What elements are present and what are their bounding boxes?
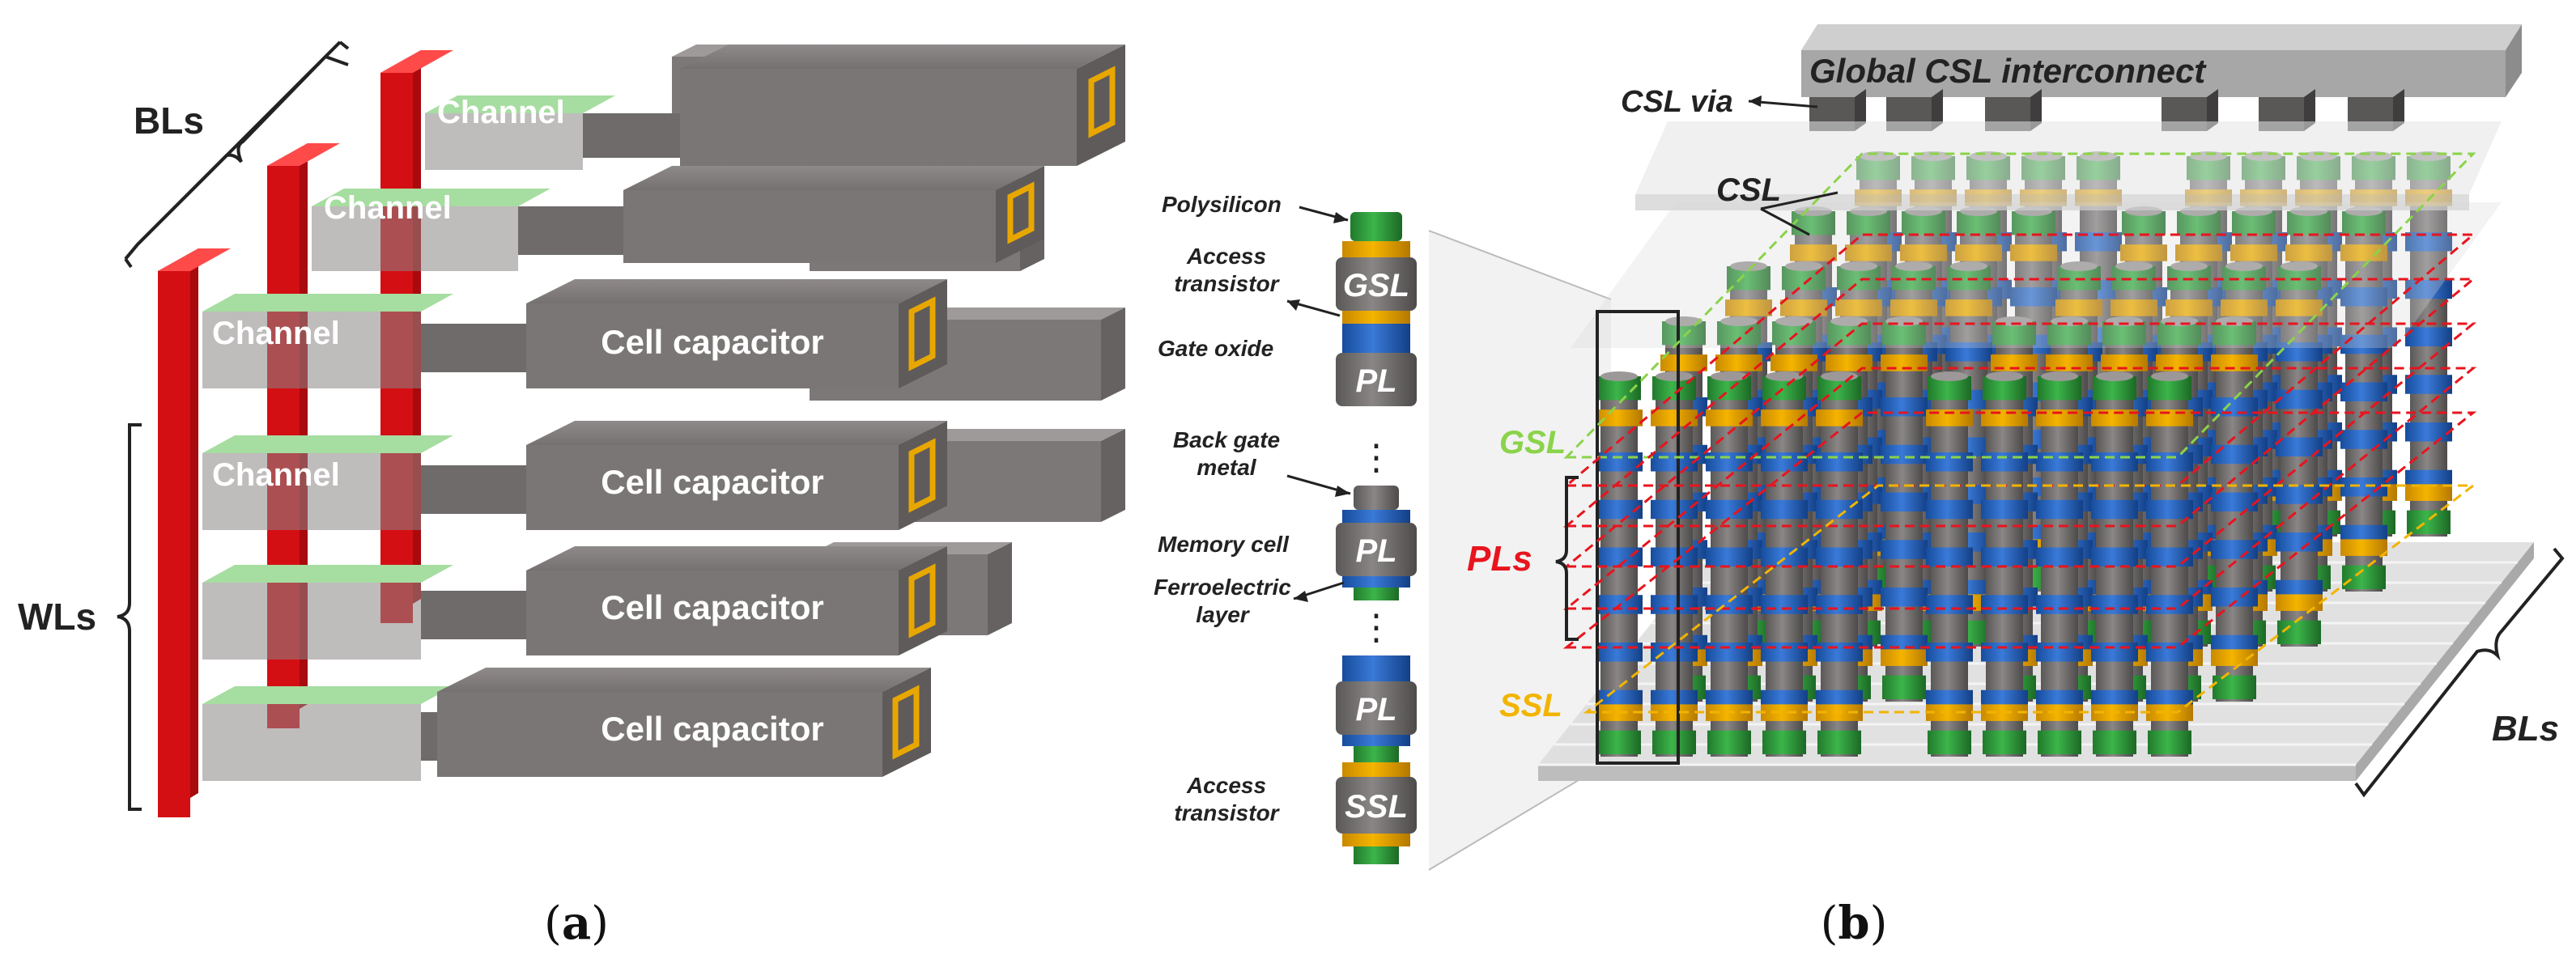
global-csl-bar: Global CSL interconnect [1801, 24, 2522, 97]
selected-column-box [1596, 310, 1680, 765]
pl-cell-2 [1336, 510, 1417, 600]
ellipsis-2: ⋮ [1358, 608, 1394, 647]
pl-outline-2 [1562, 278, 2477, 528]
wls-label: WLs [18, 596, 96, 638]
csl-label: CSL [1716, 172, 1781, 208]
channel-label-2: Channel [324, 190, 452, 226]
panel-a: Channel Channel Channel Channel Cell cap… [18, 40, 1125, 817]
pillar [1881, 316, 1928, 702]
capacitor-row-2 [518, 166, 1044, 263]
panel-b: Global CSL interconnect [1467, 24, 2565, 798]
csl-via [1886, 89, 1943, 131]
capacitor-row-1 [583, 45, 1125, 166]
bls-bracket-b [2354, 547, 2565, 798]
memory-cell-label: Memory cell [1158, 532, 1290, 557]
gsl-outline [1563, 152, 2476, 459]
wl-plate [158, 248, 231, 817]
pillar-stack: ⋮ ⋮ GSL PL PL PL SSL Polysi [1154, 192, 1612, 871]
pl-outline-4 [1562, 367, 2477, 610]
pl-outline-3 [1562, 322, 2477, 568]
bls-label-a: BLs [134, 100, 204, 142]
pillar [1596, 371, 1643, 757]
polysilicon-label: Polysilicon [1162, 192, 1282, 217]
panel-a-labels: Channel Channel Channel Channel Cell cap… [18, 40, 824, 811]
panel-b-labels: CSL via CSL GSL PLs SSL BLs [1467, 85, 2565, 798]
stack-pl-text-2: PL [1355, 533, 1396, 569]
ssl-label-b: SSL [1499, 688, 1562, 723]
csl-vias [1809, 89, 2404, 131]
pillar [1816, 371, 1863, 757]
channel-label-3: Channel [212, 316, 340, 351]
global-csl-label: Global CSL interconnect [1809, 52, 2207, 90]
pl-outline-5 [1562, 411, 2477, 649]
pillar [2146, 371, 2193, 757]
caption-b: (b) [1821, 897, 1888, 950]
channel-label-1: Channel [437, 95, 565, 130]
ellipsis-1: ⋮ [1358, 438, 1394, 477]
pillar [2091, 371, 2138, 757]
ssl-transistor [1336, 746, 1417, 864]
gsl-transistor [1336, 241, 1417, 324]
ssl-outline [1583, 484, 2477, 714]
caption-a: (a) [544, 897, 609, 950]
capacitor-row-6 [421, 668, 931, 777]
zoom-projection [1429, 231, 1611, 870]
capacitor-label-3: Cell capacitor [601, 588, 823, 626]
layer-outlines [1562, 152, 2477, 714]
pillar [1926, 371, 1973, 757]
pillar [1706, 371, 1753, 757]
pl-cell-1 [1336, 324, 1417, 406]
wls-bracket [117, 423, 142, 811]
capacitor-row-5 [421, 546, 947, 655]
polysilicon-layer [1350, 212, 1402, 241]
stack-gsl-text: GSL [1343, 268, 1409, 303]
csl-via-label: CSL via [1621, 85, 1733, 119]
front-capacitors [421, 45, 1125, 777]
back-gate-metal [1354, 486, 1399, 510]
pillar [2036, 371, 2083, 757]
pillar [2276, 261, 2323, 647]
wl-slabs [202, 95, 615, 781]
pillar [1761, 371, 1808, 757]
capacitor-label-1: Cell capacitor [601, 323, 823, 361]
stack-pl-text-3: PL [1355, 692, 1396, 728]
pillar [1981, 371, 2028, 757]
pls-bracket [1555, 476, 1579, 641]
csl-plates [1571, 121, 2502, 348]
pl-cell-3 [1336, 655, 1417, 746]
gsl-label-b: GSL [1499, 425, 1566, 460]
capacitor-label-4: Cell capacitor [601, 710, 823, 748]
stack-ssl-text: SSL [1345, 789, 1408, 825]
stack-pl-text-1: PL [1355, 363, 1396, 399]
gate-oxide-label: Gate oxide [1158, 336, 1273, 361]
pillar [2211, 316, 2258, 702]
capacitor-row-4 [421, 421, 947, 530]
capacitor-label-2: Cell capacitor [601, 463, 823, 501]
capacitor-row-3 [421, 279, 947, 388]
channel-label-4: Channel [212, 457, 340, 493]
pillar [1651, 371, 1698, 757]
bls-label-b: BLs [2492, 709, 2559, 749]
pillar [2340, 206, 2387, 592]
pls-label: PLs [1467, 539, 1532, 579]
